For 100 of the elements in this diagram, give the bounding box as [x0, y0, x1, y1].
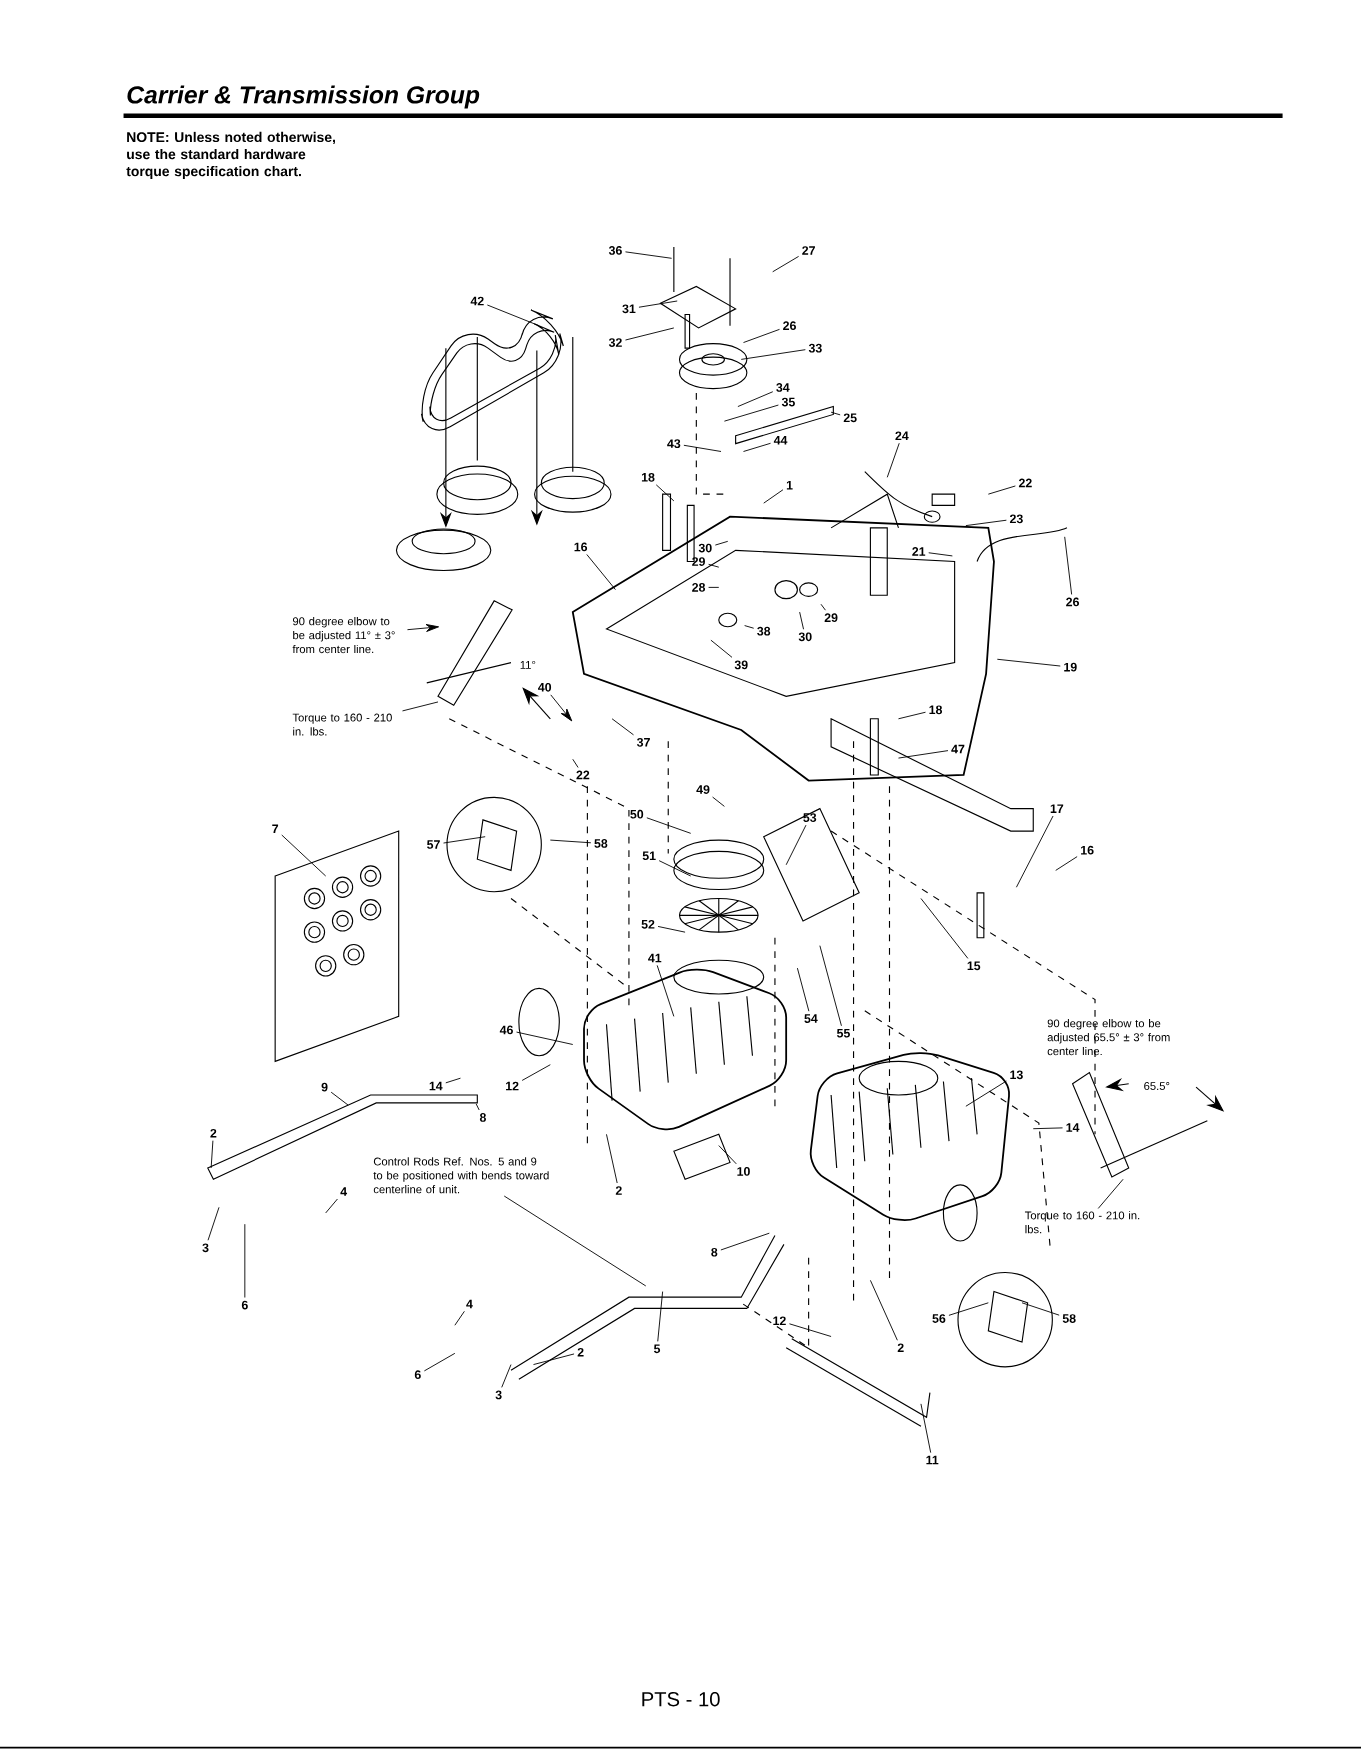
callout-number: 38: [757, 626, 771, 636]
callout-number: 54: [804, 1014, 818, 1023]
leader-line: [550, 694, 573, 722]
callout-number: 8: [711, 1247, 718, 1257]
callout-number: 4: [340, 1187, 347, 1196]
leader-line: [638, 300, 678, 308]
callout-number: 12: [773, 1316, 786, 1326]
callout-number: 29: [824, 613, 838, 623]
callout-number: 21: [912, 547, 926, 556]
leader-line: [718, 1145, 737, 1165]
leader-line: [742, 328, 780, 343]
leader-line: [611, 718, 634, 736]
callout-number: 46: [499, 1025, 513, 1035]
callout-number: 49: [696, 785, 710, 794]
callout-number: 26: [1066, 597, 1079, 607]
callout-number: 3: [495, 1390, 502, 1400]
note-text: Torque to 160 - 210 in. lbs.: [1024, 1211, 1140, 1234]
callout-number: 16: [574, 542, 587, 552]
angle-label: 11°: [520, 660, 536, 669]
callout-number: 10: [737, 1167, 750, 1176]
leader-line: [772, 255, 799, 273]
callout-number: 4: [466, 1299, 473, 1309]
callout-number: 1: [786, 480, 793, 490]
leader-line: [742, 442, 771, 452]
leader-line: [965, 1080, 1007, 1107]
callout-number: 12: [505, 1081, 519, 1091]
callout-number: 30: [698, 543, 712, 553]
callout-number: 26: [783, 321, 796, 331]
leader-line: [740, 349, 806, 360]
leader-line: [330, 1091, 349, 1106]
callout-number: 30: [798, 632, 812, 642]
callout-number: 22: [576, 770, 590, 780]
note-text: 90 degree elbow to be adjusted 11° ± 3° from center line.: [292, 617, 395, 654]
callout-number: 29: [692, 557, 705, 566]
leader-line: [1021, 1302, 1060, 1316]
callout-number: 52: [641, 919, 655, 929]
callout-number: 40: [537, 682, 551, 692]
callout-number: 57: [426, 840, 440, 849]
callout-number: 34: [776, 383, 790, 392]
leader-line: [830, 411, 841, 416]
leader-line: [516, 1031, 574, 1045]
callout-number: 51: [642, 851, 656, 861]
callout-number: 5: [653, 1344, 660, 1354]
leader-line: [281, 834, 327, 877]
callout-number: 33: [808, 343, 822, 353]
callout-number: 36: [608, 246, 622, 255]
leader-line: [785, 824, 807, 866]
leader-line: [657, 926, 686, 933]
leader-line: [1055, 856, 1078, 871]
leader-line: [657, 1291, 663, 1342]
leader-line: [819, 945, 842, 1027]
callout-number: 14: [1066, 1123, 1080, 1132]
leader-line: [744, 625, 755, 629]
leader-line: [586, 554, 616, 591]
leader-line: [788, 1323, 832, 1337]
leader-line: [475, 1103, 480, 1111]
leader-line: [710, 639, 733, 658]
page-number: PTS - 10: [642, 1692, 720, 1707]
leader-line: [401, 701, 439, 712]
callout-number: 6: [414, 1370, 421, 1380]
callout-number: 22: [1018, 478, 1032, 488]
leader-line: [720, 1232, 770, 1251]
leader-line: [406, 624, 439, 632]
callout-number: 2: [210, 1128, 217, 1138]
leader-line: [712, 796, 725, 807]
callout-number: 23: [1009, 514, 1023, 524]
callout-number: 44: [773, 436, 788, 445]
leader-line: [549, 839, 592, 844]
leader-line: [987, 485, 1016, 495]
leader-line: [965, 519, 1007, 527]
callout-number: 13: [1010, 1070, 1023, 1080]
leader-line: [796, 967, 810, 1012]
leader-line: [1032, 1127, 1063, 1130]
leader-line: [572, 758, 579, 768]
leader-line: [521, 1064, 551, 1081]
callout-number: 32: [608, 338, 622, 347]
callout-number: 31: [622, 304, 636, 314]
callout-number: 11: [926, 1455, 939, 1465]
callout-number: 50: [630, 809, 644, 819]
callout-number: 53: [803, 813, 817, 822]
leader-line: [244, 1223, 246, 1298]
callout-number: 14: [429, 1081, 443, 1091]
callout-number: 55: [836, 1028, 850, 1038]
note-text: 90 degree elbow to be adjusted 65.5° ± 3° from center line.: [1047, 1019, 1170, 1056]
callout-number: 18: [641, 472, 655, 482]
leader-line: [605, 1133, 618, 1184]
callout-number: 27: [802, 246, 815, 255]
leader-line: [454, 1310, 465, 1326]
leader-line: [486, 304, 540, 327]
leader-line: [708, 586, 720, 588]
note-text: NOTE: Unless noted otherwise, use the standard hardware torque specification chart.: [126, 131, 335, 179]
leader-line: [656, 964, 675, 1017]
leader-line: [658, 860, 692, 877]
callout-number: 19: [1064, 662, 1077, 672]
callout-number: 39: [734, 660, 748, 670]
callout-number: 18: [929, 705, 942, 715]
callout-number: 43: [667, 439, 681, 448]
callout-number: 6: [241, 1300, 248, 1310]
leader-line: [928, 552, 953, 557]
leader-line: [897, 711, 926, 720]
